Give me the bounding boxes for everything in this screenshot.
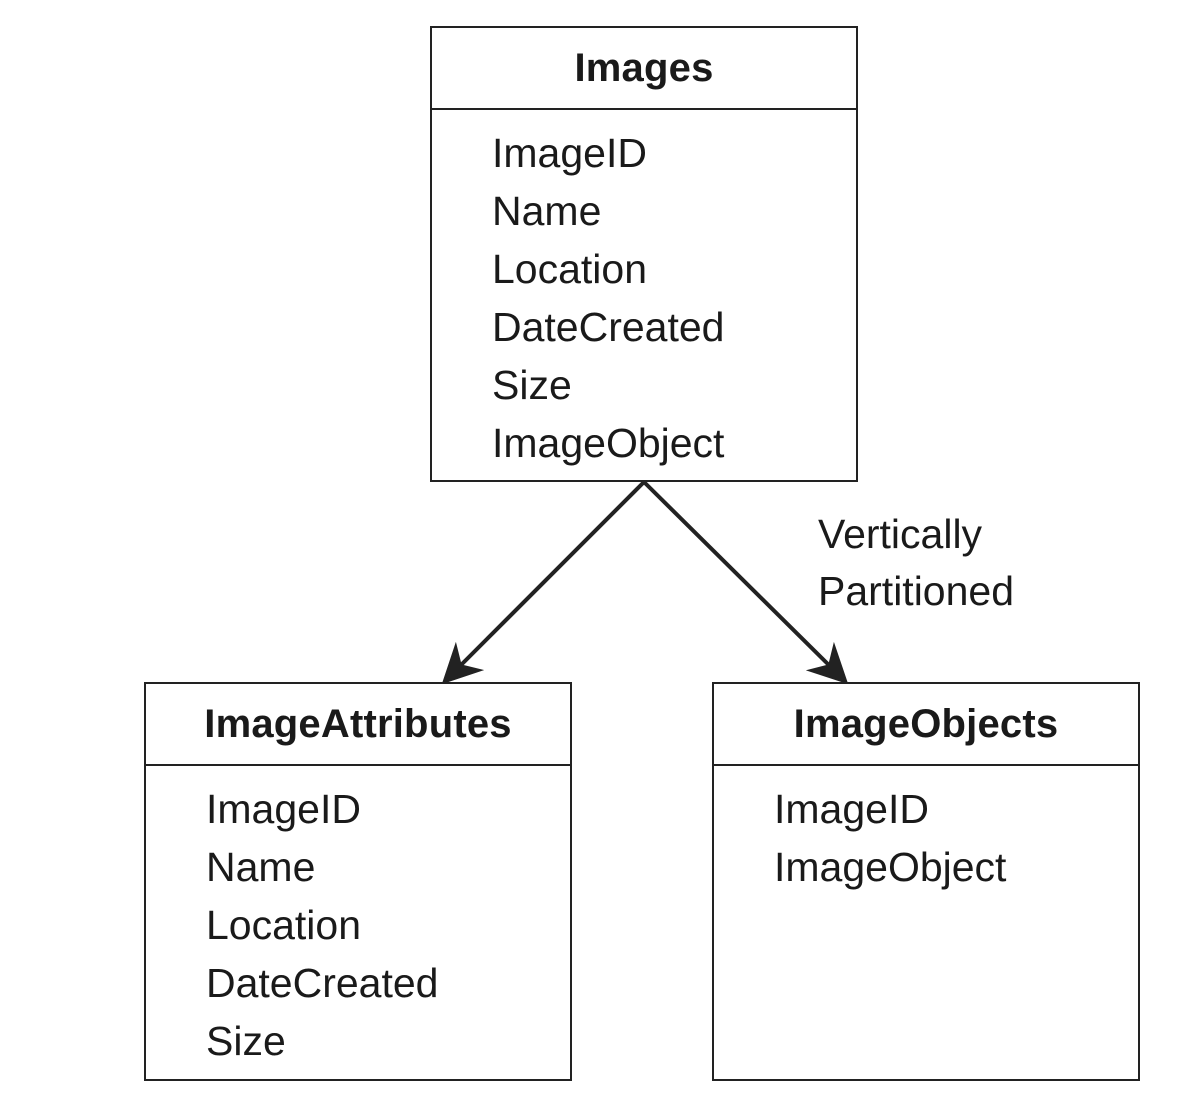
field-item: Size	[206, 1018, 286, 1064]
arrow-to-image-objects	[642, 480, 849, 685]
table-title: Images	[432, 28, 856, 110]
arrow-to-image-attributes	[441, 480, 646, 685]
field-item: Name	[492, 188, 602, 234]
table-title: ImageObjects	[714, 684, 1138, 766]
field-item: ImageID	[774, 786, 929, 832]
field-item: ImageID	[492, 130, 647, 176]
field-item: ImageObject	[774, 844, 1007, 890]
field-list: ImageID Name Location DateCreated Size	[146, 766, 570, 1070]
table-image-attributes: ImageAttributes ImageID Name Location Da…	[144, 682, 572, 1081]
field-item: Location	[206, 902, 362, 948]
field-item: DateCreated	[492, 304, 725, 350]
field-item: Name	[206, 844, 316, 890]
field-list: ImageID Name Location DateCreated Size I…	[432, 110, 856, 472]
field-item: ImageObject	[492, 420, 725, 466]
field-item: Location	[492, 246, 648, 292]
field-list: ImageID ImageObject	[714, 766, 1138, 896]
table-images: Images ImageID Name Location DateCreated…	[430, 26, 858, 482]
table-image-objects: ImageObjects ImageID ImageObject	[712, 682, 1140, 1081]
field-item: Size	[492, 362, 572, 408]
table-title: ImageAttributes	[146, 684, 570, 766]
partition-annotation: Vertically Partitioned	[818, 506, 1014, 620]
field-item: ImageID	[206, 786, 361, 832]
annotation-line: Partitioned	[818, 568, 1015, 614]
field-item: DateCreated	[206, 960, 439, 1006]
annotation-line: Vertically	[818, 511, 983, 557]
